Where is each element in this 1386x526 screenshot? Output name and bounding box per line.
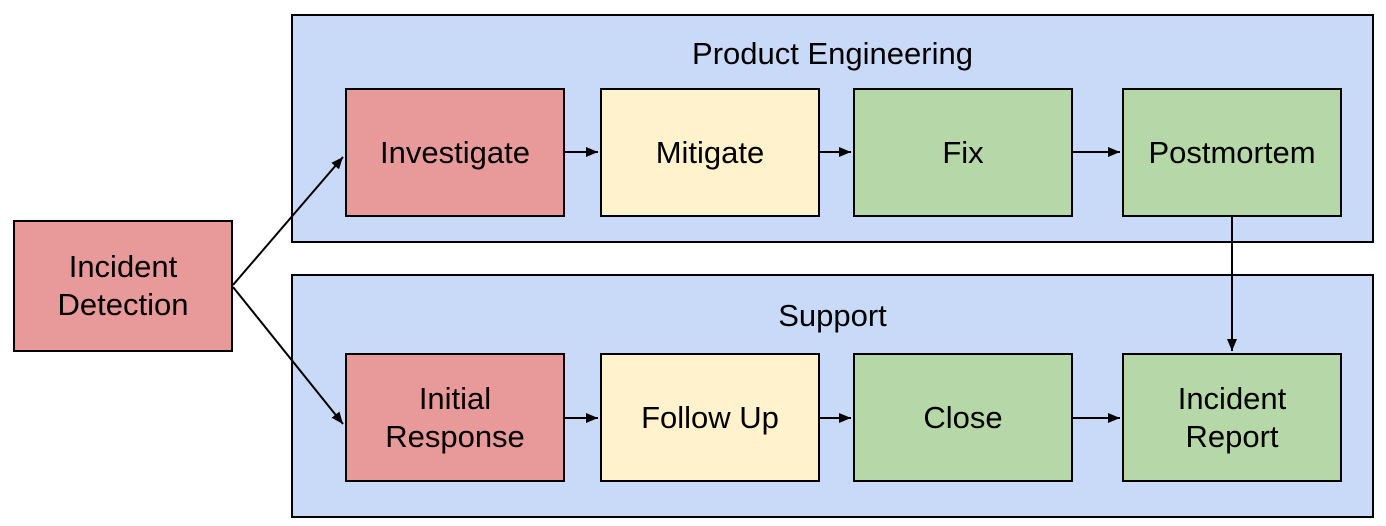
node-close: Close <box>853 353 1073 482</box>
node-follow-up: Follow Up <box>600 353 820 482</box>
support-lane-title: Support <box>778 298 887 333</box>
node-initial-response: Initial Response <box>345 353 565 482</box>
node-postmortem: Postmortem <box>1122 88 1342 217</box>
product-engineering-lane-title: Product Engineering <box>692 36 973 71</box>
node-mitigate: Mitigate <box>600 88 820 217</box>
node-incident-detection: Incident Detection <box>13 220 233 352</box>
node-investigate: Investigate <box>345 88 565 217</box>
node-fix: Fix <box>853 88 1073 217</box>
node-incident-report: Incident Report <box>1122 353 1342 482</box>
